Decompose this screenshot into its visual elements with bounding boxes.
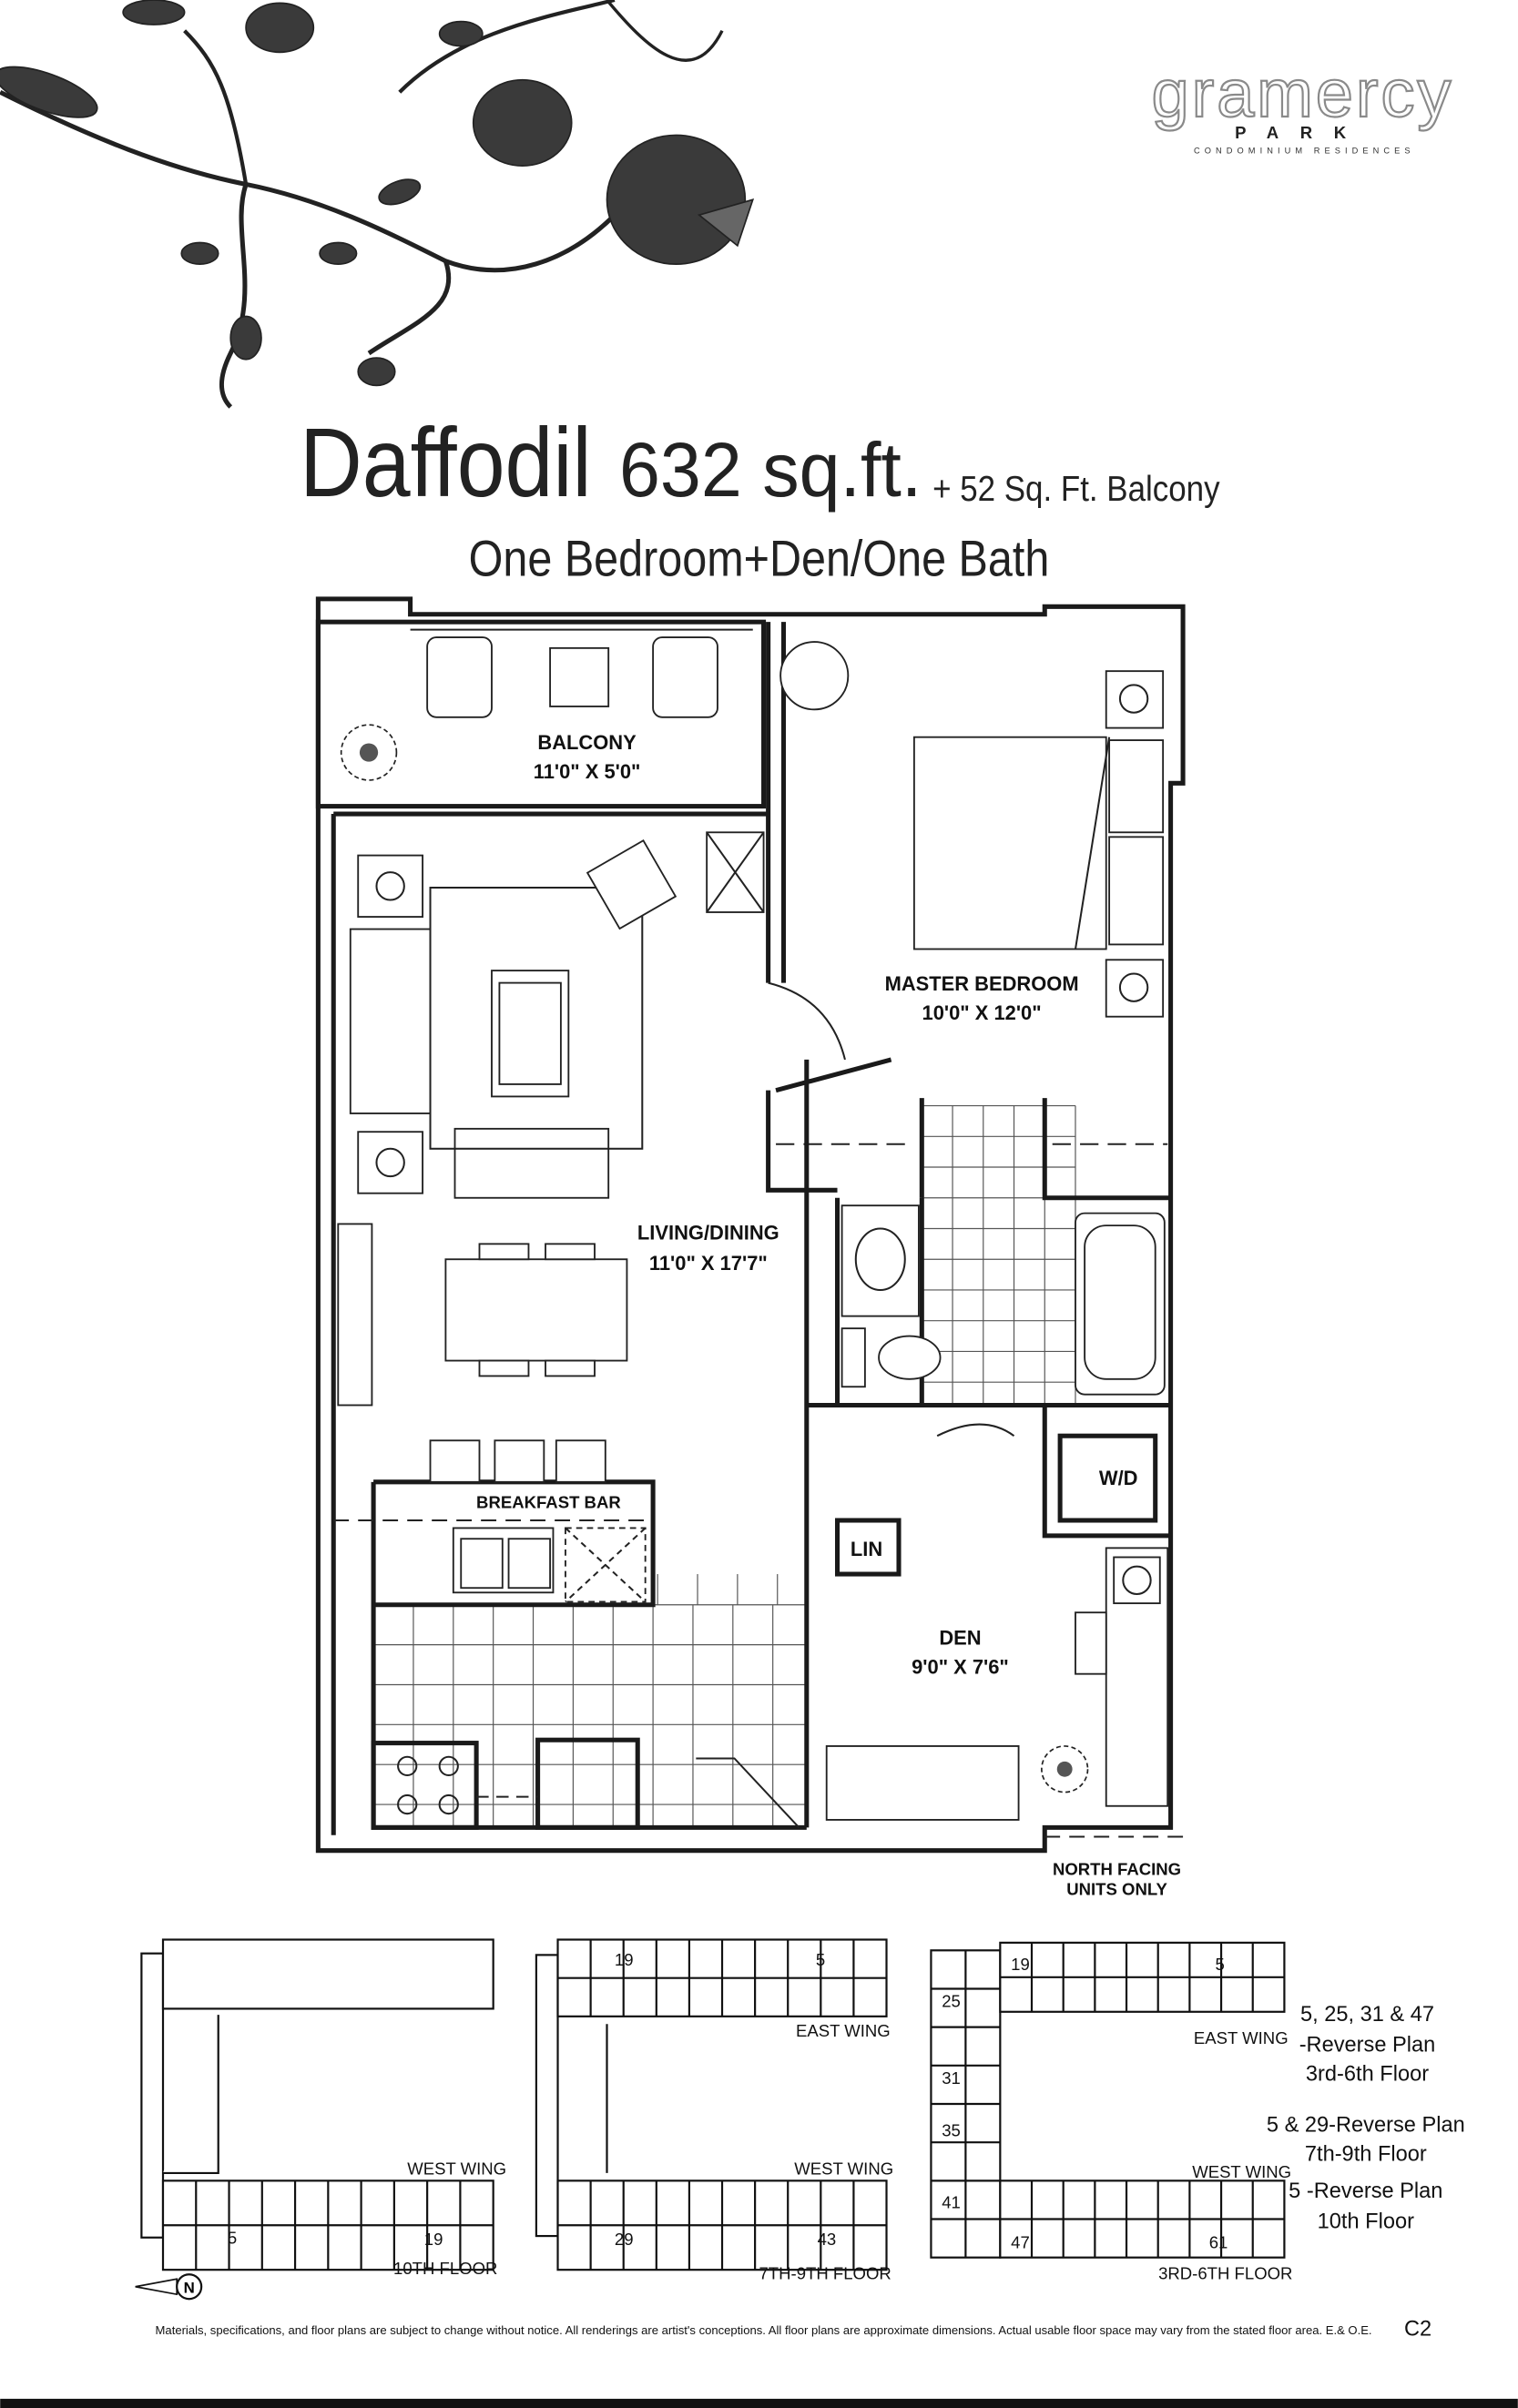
- floor-label: 10TH FLOOR: [393, 2259, 497, 2278]
- wing-label: EAST WING: [1194, 2028, 1289, 2047]
- label-washer-dryer: W/D: [1099, 1467, 1138, 1489]
- note-line: -Reverse Plan: [1299, 2034, 1436, 2057]
- reverse-plan-notes: 5, 25, 31 & 47 -Reverse Plan 3rd-6th Flo…: [1267, 2003, 1465, 2234]
- unit-number: 61: [1209, 2233, 1228, 2252]
- unit-number: 5: [1215, 1955, 1224, 1974]
- kitchen-tile-floor: [372, 1574, 807, 1828]
- unit-number: 19: [424, 2230, 443, 2249]
- balcony-area: + 52 Sq. Ft. Balcony: [932, 470, 1220, 509]
- note-line: 5 -Reverse Plan: [1289, 2179, 1442, 2203]
- key-plan-3rd-6th-floor: 19 5 25 31 35 41 47 61 EAST WING WEST WI…: [930, 1941, 1292, 2282]
- unit-number: 31: [942, 2068, 961, 2088]
- bath-tile-floor: [921, 1104, 1076, 1406]
- north-arrow-icon: N: [135, 2273, 203, 2301]
- key-plan-10th-floor: 5 19 WEST WING 10TH FLOOR: [140, 1938, 506, 2278]
- logo-wordmark: gramercy: [1151, 56, 1451, 131]
- room-size-balcony: 11'0" X 5'0": [534, 760, 641, 783]
- note-line: 3rd-6th Floor: [1306, 2063, 1429, 2087]
- wing-label: WEST WING: [794, 2159, 893, 2179]
- floor-label: 7TH-9TH FLOOR: [759, 2263, 891, 2282]
- logo-park: PARK: [1235, 123, 1368, 142]
- gramercy-park-logo: gramercy PARK CONDOMINIUM RESIDENCES: [1150, 55, 1452, 156]
- room-label-master-bedroom: MASTER BEDROOM: [885, 972, 1079, 995]
- note-line: 5 & 29-Reverse Plan: [1267, 2113, 1465, 2137]
- disclaimer: Materials, specifications, and floor pla…: [156, 2324, 1372, 2337]
- plant-icon: [340, 724, 398, 781]
- floor-label: 3RD-6TH FLOOR: [1158, 2263, 1292, 2282]
- room-size-living-dining: 11'0" X 17'7": [649, 1252, 768, 1275]
- unit-number: 25: [942, 1992, 961, 2011]
- room-size-den: 9'0" X 7'6": [912, 1656, 1009, 1679]
- unit-number: 47: [1011, 2233, 1030, 2252]
- unit-number: 41: [942, 2193, 961, 2212]
- note-line: 5, 25, 31 & 47: [1300, 2003, 1434, 2027]
- wing-label: WEST WING: [407, 2159, 506, 2179]
- label-linen: LIN: [851, 1538, 882, 1560]
- floral-decoration-icon: [0, 0, 755, 409]
- label-breakfast-bar: BREAKFAST BAR: [476, 1492, 621, 1511]
- unit-number: 35: [942, 2120, 961, 2139]
- wing-label: WEST WING: [1192, 2162, 1291, 2181]
- unit-name: Daffodil: [300, 407, 592, 517]
- plant-icon: [1041, 1745, 1089, 1793]
- page-code: C2: [1404, 2318, 1431, 2342]
- unit-area: 632 sq.ft.: [619, 427, 922, 513]
- wing-label: EAST WING: [796, 2021, 891, 2040]
- room-label-living-dining: LIVING/DINING: [637, 1221, 779, 1244]
- note-line: 7th-9th Floor: [1305, 2142, 1427, 2166]
- label-units-only: UNITS ONLY: [1066, 1880, 1167, 1899]
- label-north-facing: NORTH FACING: [1053, 1860, 1181, 1879]
- unit-number: 19: [1011, 1955, 1030, 1974]
- unit-number: 43: [818, 2230, 837, 2249]
- key-plan-7th-9th-floor: 19 5 29 43 EAST WING WEST WING 7TH-9TH F…: [535, 1938, 893, 2282]
- room-label-balcony: BALCONY: [537, 731, 637, 754]
- scan-border: [0, 2398, 1518, 2408]
- north-label: N: [184, 2279, 195, 2296]
- logo-tagline: CONDOMINIUM RESIDENCES: [1194, 147, 1415, 156]
- floor-plan: BALCONY 11'0" X 5'0" MASTER BEDROOM 10'0…: [315, 596, 1186, 1899]
- unit-number: 5: [228, 2229, 237, 2248]
- room-size-master-bedroom: 10'0" X 12'0": [922, 1001, 1042, 1024]
- unit-subtitle: One Bedroom+Den/One Bath: [469, 531, 1050, 587]
- note-line: 10th Floor: [1318, 2210, 1414, 2234]
- room-label-den: DEN: [939, 1627, 981, 1650]
